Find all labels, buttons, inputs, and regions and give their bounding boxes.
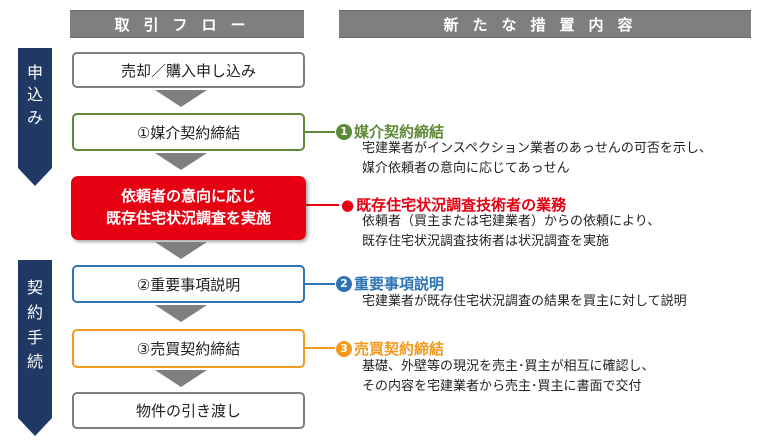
number-3-icon: 3 — [336, 340, 352, 357]
desc-line: その内容を宅建業者から売主･買主に書面で交付 — [362, 379, 642, 394]
measures-header: 新たな措置内容 — [339, 10, 751, 38]
measure-title-text: 重要事項説明 — [354, 275, 445, 293]
flow-box-important-matters: ②重要事項説明 — [72, 265, 305, 303]
stage-arrow-application — [18, 48, 52, 186]
measure-title-sales-contract: 3 売買契約締結 — [336, 338, 444, 359]
stage-arrow-contract — [18, 260, 52, 436]
down-arrow — [155, 90, 207, 107]
measure-desc-important-matters: 宅建業者が既存住宅状況調査の結果を買主に対して説明 — [362, 292, 687, 312]
red-dot-icon: ● — [341, 195, 355, 214]
stage-char: 契 — [26, 278, 43, 297]
measure-title-brokerage: 1 媒介契約締結 — [336, 121, 444, 142]
desc-line: 基礎、外壁等の現況を売主･買主が相互に確認し、 — [362, 359, 655, 374]
down-arrow — [155, 242, 207, 259]
stage-char: 込 — [26, 85, 43, 105]
desc-line: 既存住宅状況調査技術者は状況調査を実施 — [362, 234, 610, 249]
flow-box-sale-purchase-application: 売却／購入申し込み — [72, 52, 305, 88]
number-1-icon: 1 — [336, 123, 352, 140]
desc-line: 媒介依頼者の意向に応じてあっせん — [362, 161, 570, 176]
measure-title-text: 既存住宅状況調査技術者の業務 — [356, 196, 567, 214]
down-arrow — [155, 305, 207, 322]
measure-title-important-matters: 2 重要事項説明 — [336, 273, 444, 294]
stage-char: み — [26, 107, 43, 127]
measure-desc-brokerage: 宅建業者がインスペクション業者のあっせんの可否を示し、 媒介依頼者の意向に応じて… — [362, 139, 712, 179]
stage-label-contract: 契 約 手 続 — [18, 276, 52, 375]
measure-title-text: 売買契約締結 — [354, 340, 445, 358]
measure-desc-sales-contract: 基礎、外壁等の現況を売主･買主が相互に確認し、 その内容を宅建業者から売主･買主… — [362, 357, 655, 397]
connector-line — [305, 131, 335, 133]
desc-line: 依頼者（買主または宅建業者）からの依頼により、 — [362, 214, 661, 229]
connector-line — [305, 347, 335, 349]
number-2-icon: 2 — [336, 275, 352, 292]
inspection-line: 依頼者の意向に応じ — [120, 187, 256, 206]
stage-label-application: 申 込 み — [18, 62, 52, 129]
stage-char: 申 — [26, 63, 43, 82]
stage-char: 続 — [26, 352, 43, 372]
stage-char: 手 — [26, 327, 43, 347]
flow-box-handover: 物件の引き渡し — [72, 392, 305, 429]
desc-line: 宅建業者がインスペクション業者のあっせんの可否を示し、 — [362, 141, 712, 156]
flow-header: 取引フロー — [70, 10, 304, 38]
desc-line: 宅建業者が既存住宅状況調査の結果を買主に対して説明 — [362, 294, 687, 309]
measure-desc-inspector: 依頼者（買主または宅建業者）からの依頼により、 既存住宅状況調査技術者は状況調査… — [362, 212, 660, 252]
down-arrow — [155, 370, 207, 387]
flow-box-sales-contract: ③売買契約締結 — [72, 329, 305, 368]
inspection-line: 既存住宅状況調査を実施 — [105, 209, 271, 227]
measure-title-text: 媒介契約締結 — [354, 123, 445, 141]
measure-title-inspector: ● 既存住宅状況調査技術者の業務 — [341, 194, 566, 215]
down-arrow — [155, 153, 207, 170]
flow-box-inspection: 依頼者の意向に応じ 既存住宅状況調査を実施 — [71, 176, 306, 240]
connector-line — [306, 204, 339, 206]
connector-line — [305, 283, 335, 285]
flow-box-brokerage-contract: ①媒介契約締結 — [72, 113, 305, 151]
stage-char: 約 — [26, 302, 43, 322]
